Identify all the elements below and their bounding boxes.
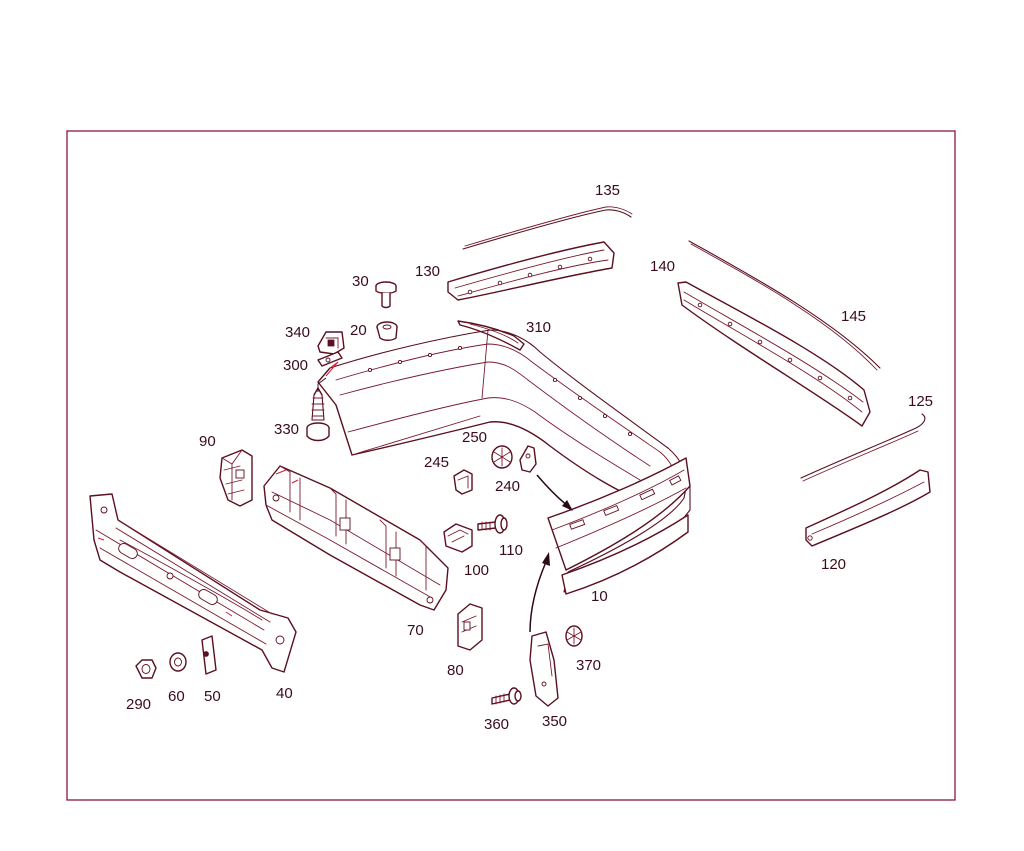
label-370: 370 — [576, 657, 601, 674]
part-40-carrier-rail[interactable] — [89, 493, 297, 673]
label-145: 145 — [841, 308, 866, 325]
part-110-screw[interactable] — [477, 514, 508, 534]
part-100-guide-clip[interactable] — [443, 523, 473, 553]
label-140: 140 — [650, 258, 675, 275]
part-250-grommet[interactable] — [491, 445, 513, 469]
label-125: 125 — [908, 393, 933, 410]
part-30-bolt[interactable] — [375, 281, 397, 309]
part-120-corner-trim[interactable] — [805, 469, 931, 547]
label-90: 90 — [199, 433, 216, 450]
label-50: 50 — [204, 688, 221, 705]
label-330: 330 — [274, 421, 299, 438]
label-240: 240 — [495, 478, 520, 495]
part-50-plate-nut[interactable] — [201, 635, 217, 675]
label-245: 245 — [424, 454, 449, 471]
label-60: 60 — [168, 688, 185, 705]
part-300-bracket[interactable] — [317, 351, 343, 367]
part-80-mount-bracket[interactable] — [457, 603, 483, 651]
part-140-trim-panel[interactable] — [677, 281, 871, 427]
diagram-frame — [66, 130, 956, 801]
label-100: 100 — [464, 562, 489, 579]
part-290-hex-nut[interactable] — [135, 659, 157, 679]
part-125-trim-strip[interactable] — [800, 413, 926, 482]
part-70-bumper-reinforcement[interactable] — [263, 465, 449, 611]
part-10-bumper-cover[interactable] — [317, 329, 691, 595]
assembly-arrow-upper — [536, 474, 573, 511]
label-10: 10 — [591, 588, 608, 605]
part-310-bracket[interactable] — [457, 320, 525, 351]
label-350: 350 — [542, 713, 567, 730]
part-135-trim-strip[interactable] — [462, 206, 633, 250]
label-290: 290 — [126, 696, 151, 713]
label-130: 130 — [415, 263, 440, 280]
label-360: 360 — [484, 716, 509, 733]
label-70: 70 — [407, 622, 424, 639]
label-310: 310 — [526, 319, 551, 336]
part-130-trim-panel[interactable] — [447, 241, 615, 301]
label-30: 30 — [352, 273, 369, 290]
part-60-washer[interactable] — [169, 652, 187, 672]
assembly-arrow-lower — [529, 552, 550, 633]
leader-line-330 — [317, 377, 327, 392]
label-250: 250 — [462, 429, 487, 446]
part-90-mount-block[interactable] — [219, 449, 253, 507]
part-370-grommet[interactable] — [565, 625, 583, 647]
label-110: 110 — [499, 542, 523, 559]
label-40: 40 — [276, 685, 293, 702]
label-20: 20 — [350, 322, 367, 339]
label-120: 120 — [821, 556, 846, 573]
label-80: 80 — [447, 662, 464, 679]
part-245-retaining-clip[interactable] — [453, 469, 473, 495]
label-340: 340 — [285, 324, 310, 341]
part-240-clip[interactable] — [519, 445, 537, 473]
part-340-clip[interactable] — [317, 331, 345, 355]
label-135: 135 — [595, 182, 620, 199]
part-330-screw[interactable] — [306, 387, 330, 442]
label-300: 300 — [283, 357, 308, 374]
part-number-labels: 10 20 30 40 50 60 70 80 90 100 110 120 1… — [126, 182, 933, 733]
part-20-nut[interactable] — [376, 321, 398, 341]
part-350-side-bracket[interactable] — [529, 631, 559, 707]
part-360-screw[interactable] — [491, 687, 522, 705]
part-145-trim-strip[interactable] — [688, 240, 881, 371]
